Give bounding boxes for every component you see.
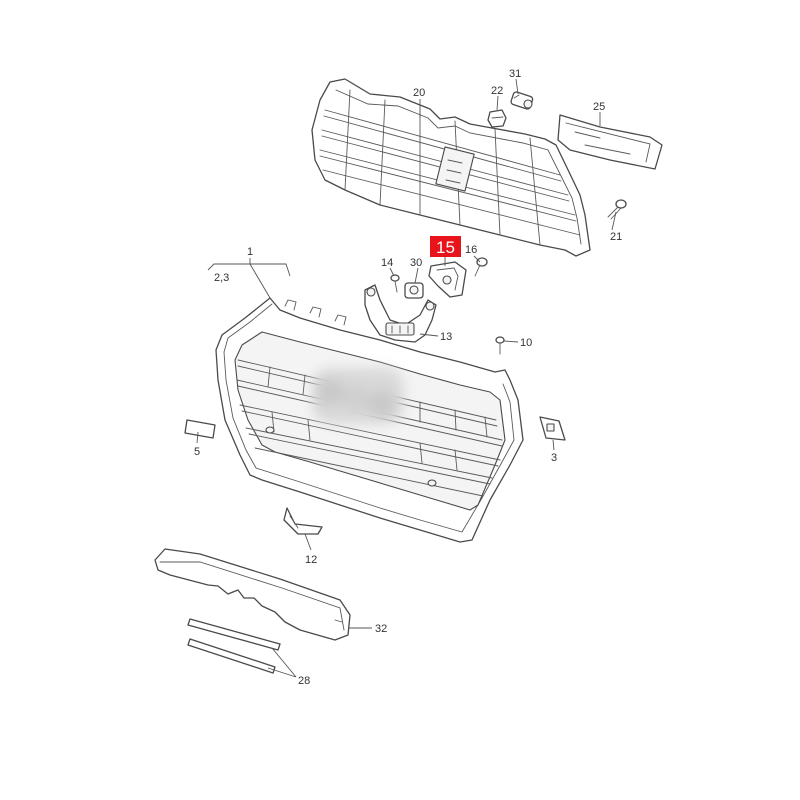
part-15-camera-housing (428, 261, 467, 298)
leader-line-28 (267, 647, 297, 678)
part-14-bolt (390, 274, 400, 293)
callout-31: 31 (509, 68, 521, 80)
callout-15: 15 (436, 238, 455, 257)
callout-30: 30 (410, 257, 422, 269)
leader-line-14 (389, 267, 395, 277)
leader-line-30 (414, 267, 419, 284)
callouts: 20 31 22 25 21 16 14 30 15 1 2,3 13 10 5… (194, 68, 622, 687)
part-25-bracket (557, 114, 663, 170)
leader-line-10 (503, 340, 519, 343)
part-10-screw (495, 336, 505, 355)
part-13-mount-bracket (364, 284, 437, 343)
leader-line-3 (552, 439, 555, 451)
callout-14: 14 (381, 257, 393, 269)
part-3-clip (539, 416, 566, 441)
part-20-grille-carrier (311, 78, 591, 257)
callout-2-3: 2,3 (214, 272, 229, 284)
callout-28: 28 (298, 675, 310, 687)
part-16-bolt (474, 257, 488, 277)
part-12-bracket (283, 507, 323, 535)
callout-22: 22 (491, 85, 503, 97)
part-21-bolt (607, 199, 627, 220)
callout-1: 1 (247, 246, 253, 258)
leader-line-21 (611, 211, 617, 231)
callout-12: 12 (305, 554, 317, 566)
callout-5: 5 (194, 446, 200, 458)
grille-logo-blurred (312, 368, 404, 424)
leader-line-5 (196, 431, 199, 444)
part-22-clip (487, 109, 507, 128)
callout-32: 32 (375, 623, 387, 635)
leader-line-13 (419, 333, 439, 337)
leader-line-22 (496, 95, 499, 111)
leader-lines (196, 78, 617, 678)
callout-21: 21 (610, 231, 622, 243)
callout-3: 3 (551, 452, 557, 464)
leader-line-12 (304, 533, 312, 551)
leader-line-1 (207, 258, 291, 299)
leader-line-16 (473, 255, 481, 263)
callout-13: 13 (440, 331, 452, 343)
callout-10: 10 (520, 337, 532, 349)
callout-15-highlight-box (430, 236, 461, 257)
part-32-lower-trim (154, 548, 351, 641)
part-28-trim-strips (187, 618, 281, 674)
callout-25: 25 (593, 101, 605, 113)
callout-20: 20 (413, 87, 425, 99)
part-31-connector (510, 91, 534, 110)
part-5-trim-strip (184, 419, 216, 439)
part-30-sensor (404, 282, 424, 299)
leader-line-31 (515, 78, 519, 95)
callout-16: 16 (465, 244, 477, 256)
